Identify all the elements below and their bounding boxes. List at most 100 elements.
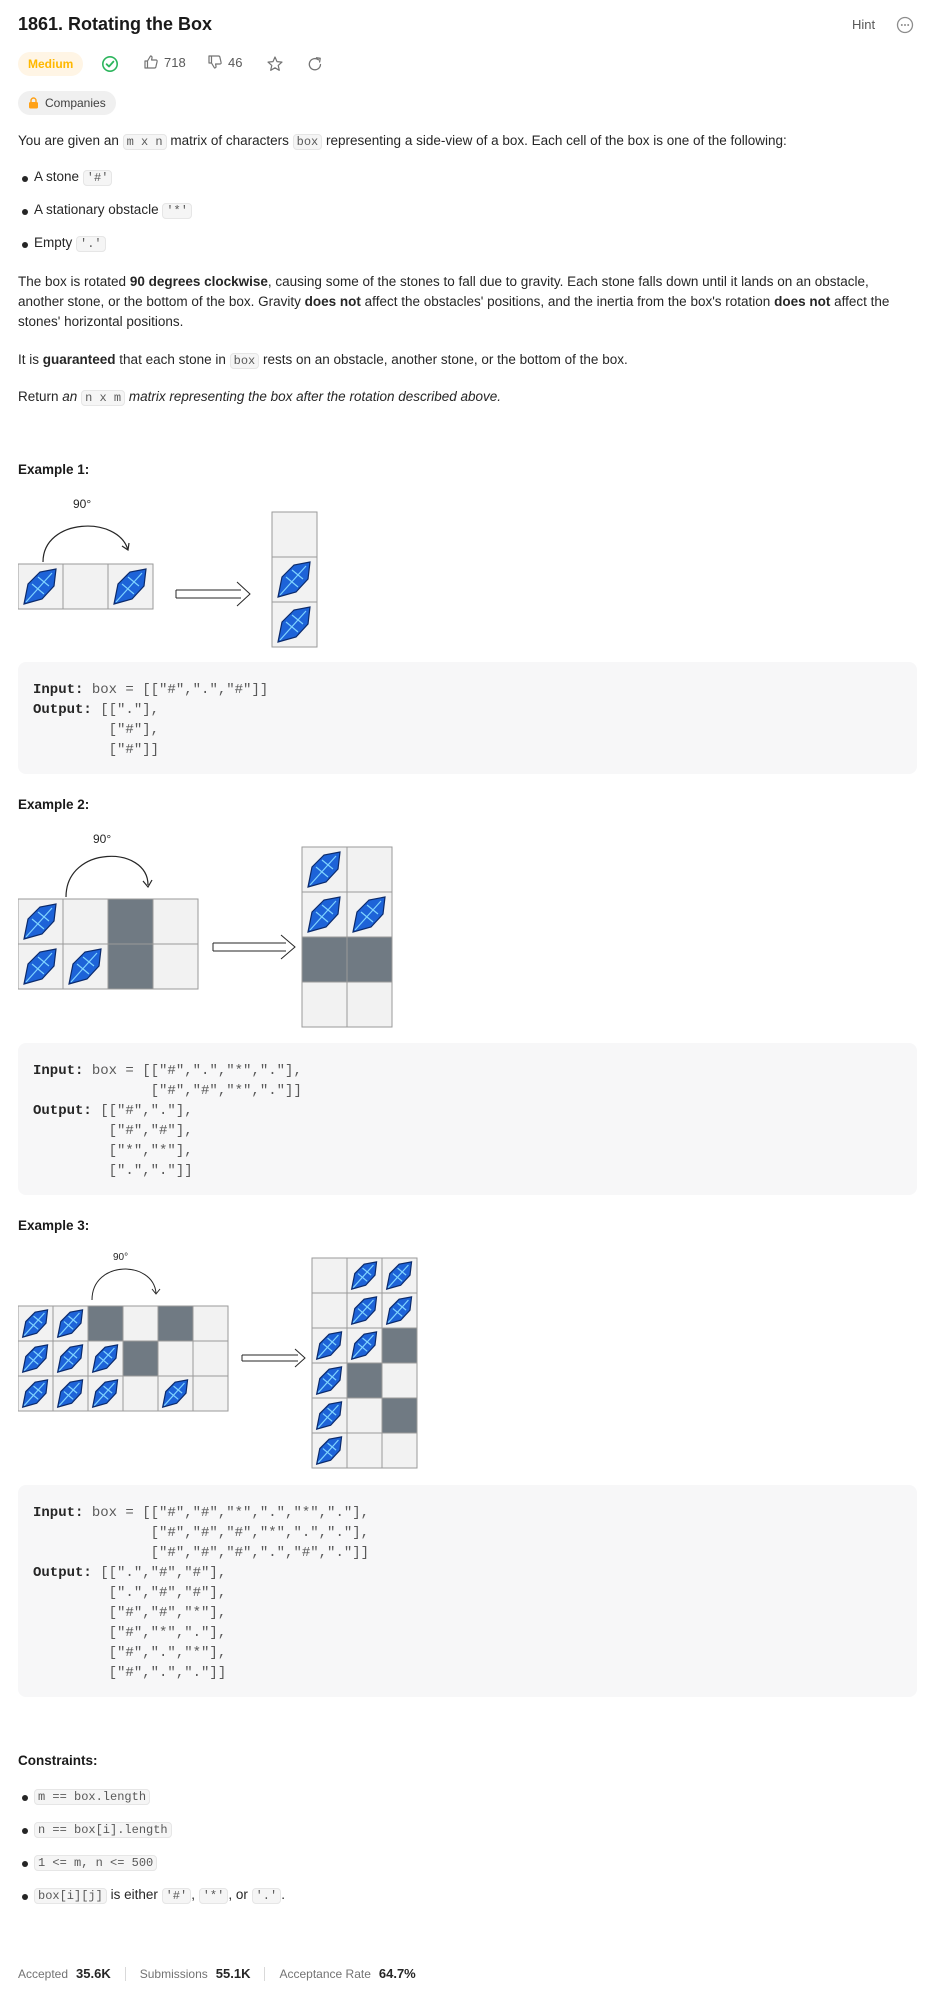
stone-icon bbox=[315, 1331, 343, 1360]
example-2-heading: Example 2: bbox=[18, 797, 90, 812]
submissions-count: 55.1K bbox=[215, 1966, 251, 1981]
share-icon[interactable] bbox=[306, 55, 324, 73]
example-3-code: Input: box = [["#","#","*",".","*","."],… bbox=[18, 1485, 917, 1697]
list-bullet bbox=[22, 1894, 28, 1900]
empty-cell bbox=[122, 1305, 159, 1342]
hint-button[interactable]: Hint bbox=[852, 17, 876, 32]
constraint-item: m == box.length bbox=[34, 1788, 151, 1805]
empty-cell bbox=[381, 1432, 418, 1469]
example-1-heading: Example 1: bbox=[18, 462, 90, 477]
stone-icon bbox=[385, 1296, 413, 1325]
list-item-obstacle: A stationary obstacle '*' bbox=[34, 202, 192, 219]
solved-check-icon bbox=[102, 56, 118, 72]
stone-icon bbox=[315, 1436, 343, 1465]
stone-icon bbox=[350, 1296, 378, 1325]
constraint-item: 1 <= m, n <= 500 bbox=[34, 1854, 158, 1871]
like-button[interactable]: 718 bbox=[143, 54, 186, 70]
list-bullet bbox=[22, 1795, 28, 1801]
stone-icon bbox=[352, 896, 386, 933]
submissions-label: Submissions bbox=[139, 1966, 208, 1981]
empty-cell bbox=[346, 981, 393, 1028]
stone-icon bbox=[23, 568, 57, 605]
description-return: Return an n x m matrix representing the … bbox=[18, 389, 502, 406]
empty-cell bbox=[346, 1432, 383, 1469]
lock-icon bbox=[29, 97, 38, 109]
difficulty-badge: Medium bbox=[18, 52, 84, 76]
companies-label: Companies bbox=[45, 96, 106, 110]
box-grid bbox=[18, 898, 199, 990]
obstacle-cell bbox=[346, 936, 393, 983]
acceptance-rate-label: Acceptance Rate bbox=[279, 1966, 371, 1981]
rotation-angle-label: 90° bbox=[73, 497, 91, 511]
accepted-count: 35.6K bbox=[76, 1966, 111, 1981]
empty-cell bbox=[346, 846, 393, 893]
empty-cell bbox=[122, 1375, 159, 1412]
obstacle-cell bbox=[107, 943, 154, 990]
obstacle-cell bbox=[122, 1340, 159, 1377]
stone-icon bbox=[307, 851, 341, 888]
empty-cell bbox=[301, 981, 348, 1028]
box-grid bbox=[311, 1257, 418, 1469]
empty-cell bbox=[152, 943, 199, 990]
acceptance-rate: 64.7% bbox=[378, 1966, 416, 1981]
example-2-diagram: 90° bbox=[18, 832, 393, 1028]
stone-icon bbox=[56, 1379, 84, 1408]
dislike-button[interactable]: 46 bbox=[207, 54, 242, 70]
star-icon[interactable] bbox=[266, 55, 284, 73]
description-rotation: The box is rotated 90 degrees clockwise,… bbox=[18, 274, 890, 329]
obstacle-cell bbox=[87, 1305, 124, 1342]
empty-cell bbox=[157, 1340, 194, 1377]
empty-cell bbox=[311, 1292, 348, 1329]
obstacle-cell bbox=[381, 1327, 418, 1364]
more-options-icon[interactable] bbox=[896, 16, 914, 34]
stone-icon bbox=[315, 1401, 343, 1430]
stone-icon bbox=[23, 948, 57, 985]
dislike-count: 46 bbox=[228, 54, 243, 70]
list-bullet bbox=[22, 209, 28, 215]
stone-icon bbox=[91, 1379, 119, 1408]
stone-icon bbox=[21, 1379, 49, 1408]
stone-icon bbox=[68, 948, 102, 985]
empty-cell bbox=[346, 1397, 383, 1434]
example-3-diagram: 90° bbox=[18, 1252, 418, 1469]
list-bullet bbox=[22, 242, 28, 248]
example-1-code: Input: box = [["#",".","#"]] Output: [["… bbox=[18, 662, 917, 774]
stone-icon bbox=[385, 1261, 413, 1290]
stone-icon bbox=[161, 1379, 189, 1408]
description-guarantee: It is guaranteed that each stone in box … bbox=[18, 352, 628, 369]
empty-cell bbox=[62, 563, 109, 610]
obstacle-cell bbox=[107, 898, 154, 945]
empty-cell bbox=[152, 898, 199, 945]
accepted-label: Accepted bbox=[18, 1966, 69, 1981]
box-grid bbox=[18, 1305, 229, 1412]
stone-icon bbox=[350, 1331, 378, 1360]
thumbs-down-icon bbox=[208, 55, 222, 69]
list-bullet bbox=[22, 176, 28, 182]
stone-icon bbox=[277, 606, 311, 643]
rotation-angle-label: 90° bbox=[93, 832, 111, 846]
empty-cell bbox=[192, 1375, 229, 1412]
constraint-item: box[i][j] is either '#', '*', or '.'. bbox=[34, 1887, 285, 1904]
companies-tag[interactable]: Companies bbox=[18, 91, 116, 115]
list-item-stone: A stone '#' bbox=[34, 169, 113, 186]
stone-icon bbox=[23, 903, 57, 940]
stone-icon bbox=[307, 896, 341, 933]
box-grid bbox=[271, 511, 318, 648]
list-bullet bbox=[22, 1828, 28, 1834]
empty-cell bbox=[381, 1362, 418, 1399]
example-2-code: Input: box = [["#",".","*","."], ["#","#… bbox=[18, 1043, 917, 1195]
obstacle-cell bbox=[157, 1305, 194, 1342]
list-item-empty: Empty '.' bbox=[34, 235, 106, 252]
example-3-heading: Example 3: bbox=[18, 1218, 90, 1233]
box-grid bbox=[18, 563, 154, 610]
stone-icon bbox=[315, 1366, 343, 1395]
submission-stats: Accepted 35.6K Submissions 55.1K Accepta… bbox=[18, 1966, 416, 1981]
empty-cell bbox=[62, 898, 109, 945]
empty-cell bbox=[311, 1257, 348, 1294]
example-1-diagram: 90° bbox=[18, 497, 318, 648]
stone-icon bbox=[113, 568, 147, 605]
constraint-item: n == box[i].length bbox=[34, 1821, 172, 1838]
stone-icon bbox=[21, 1344, 49, 1373]
obstacle-cell bbox=[346, 1362, 383, 1399]
stone-icon bbox=[56, 1344, 84, 1373]
